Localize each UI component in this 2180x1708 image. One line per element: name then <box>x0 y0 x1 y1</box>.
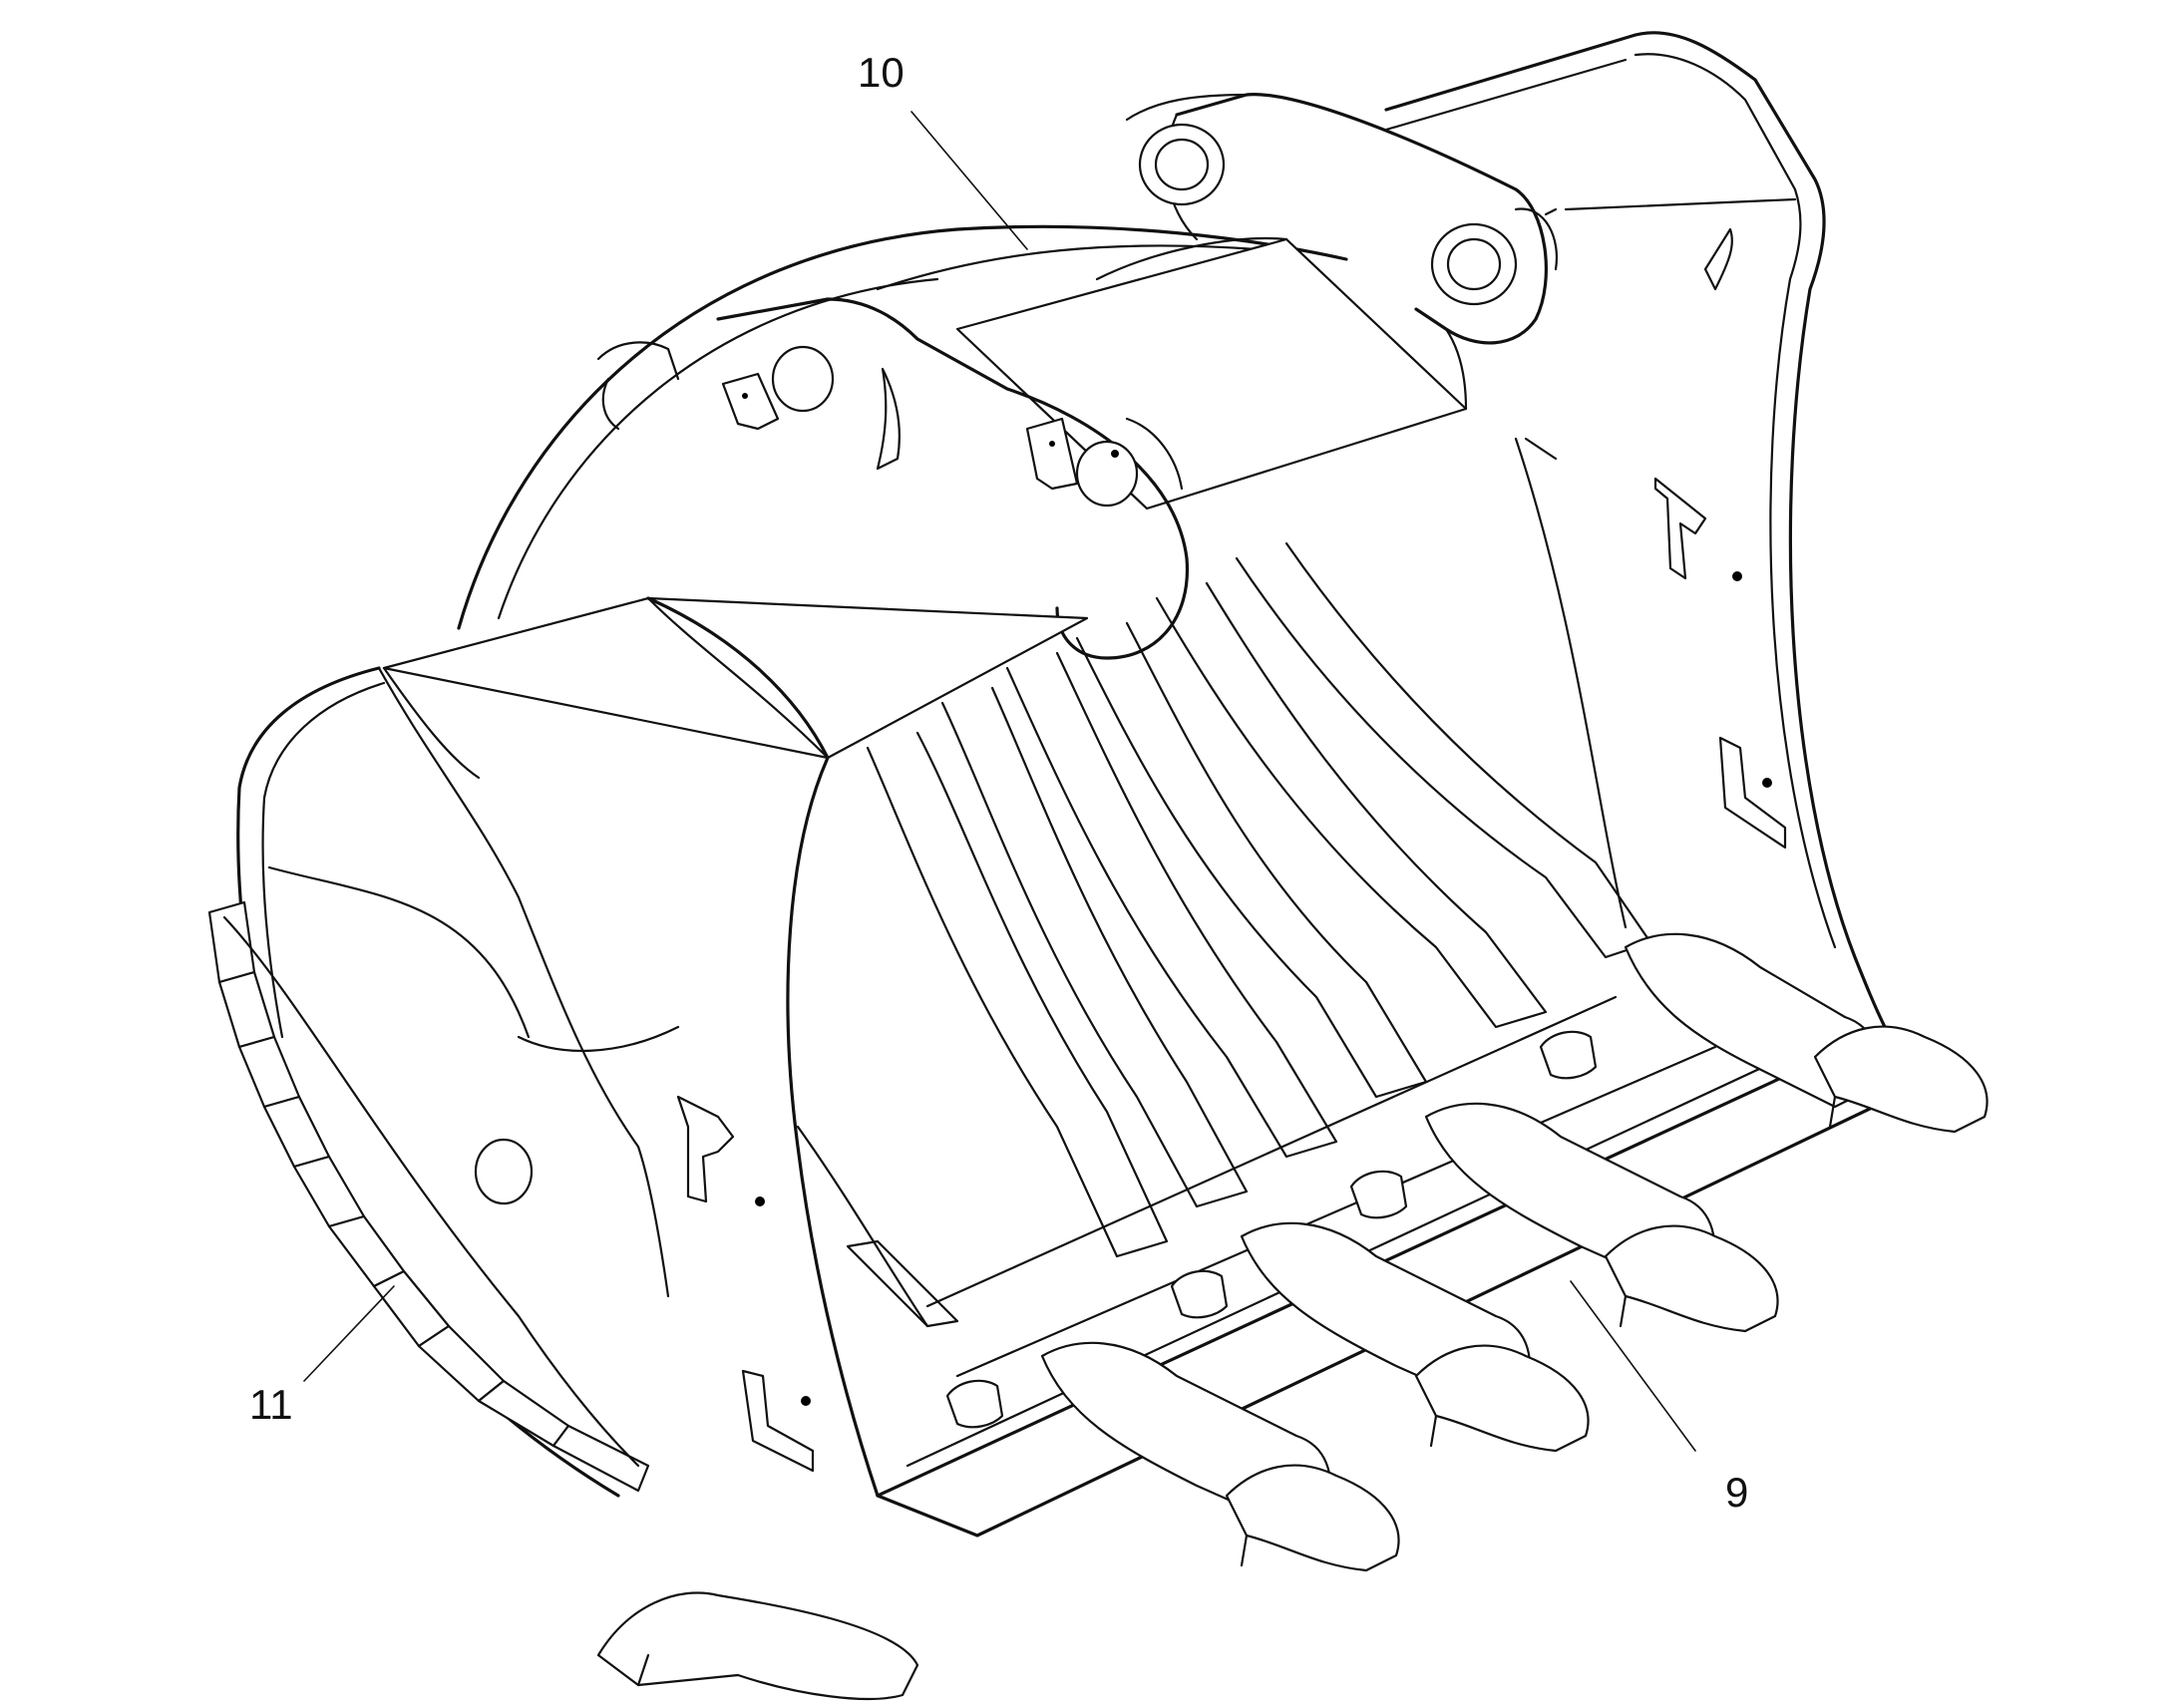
bucket-back-shell <box>457 224 1348 630</box>
leader-line-11 <box>303 1285 395 1382</box>
upper-wear-plates <box>382 596 1089 780</box>
callout-10: 10 <box>858 49 905 96</box>
callout-9: 9 <box>1725 1469 1749 1516</box>
left-hinge-lugs <box>596 297 1190 660</box>
leader-line-9 <box>1570 1280 1696 1452</box>
right-side-plate <box>1384 31 1927 1089</box>
hinge-crossbeam <box>955 93 1559 511</box>
side-wear-segments <box>207 900 650 1493</box>
tooth-adapters <box>1040 932 1880 1528</box>
tooth-tips <box>596 1025 1989 1701</box>
callout-11: 11 <box>249 1381 293 1428</box>
leader-line-10 <box>910 111 1028 250</box>
